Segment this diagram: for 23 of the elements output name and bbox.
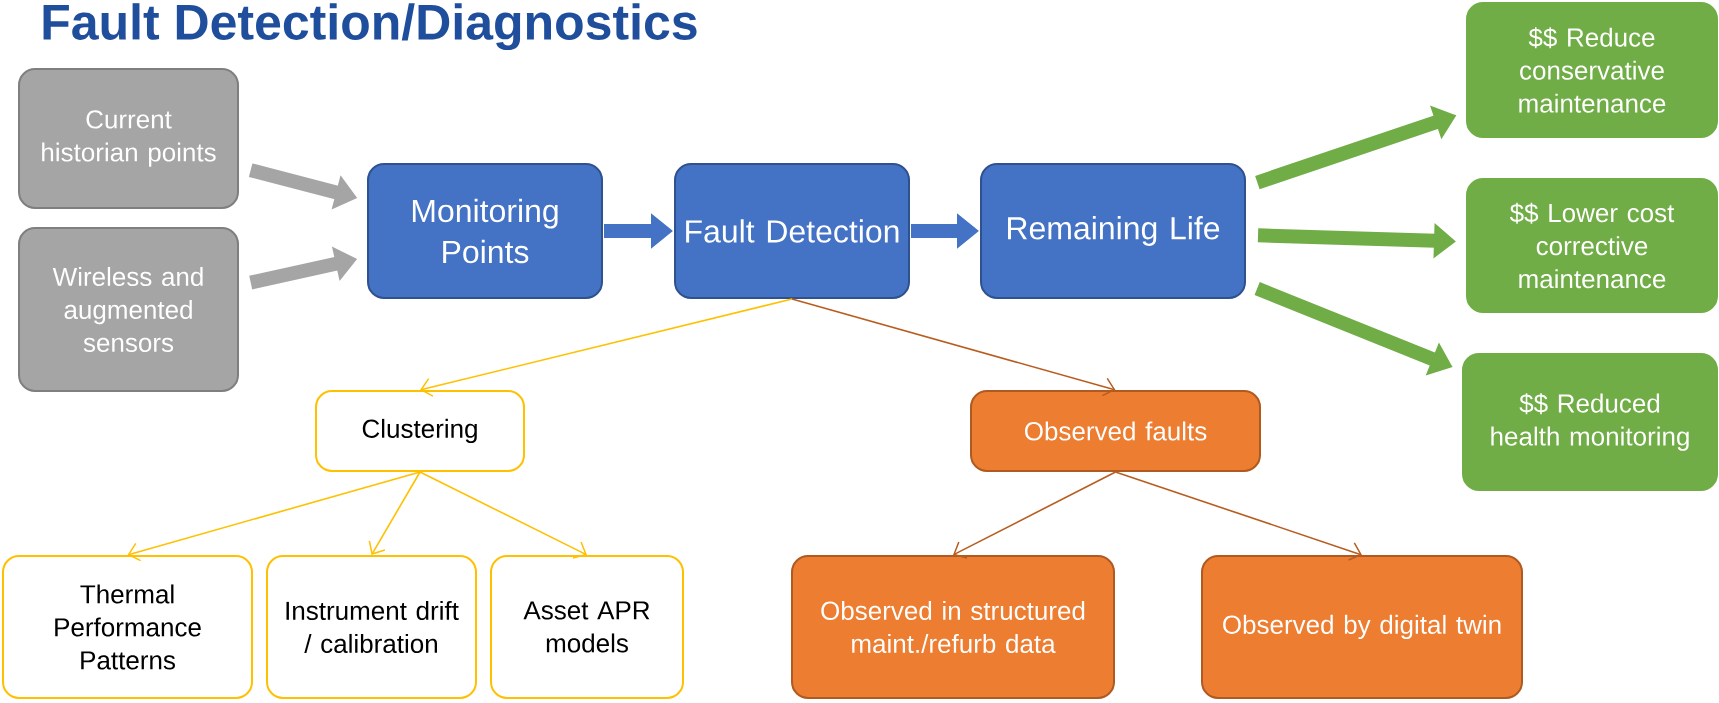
category-box: Clustering bbox=[315, 390, 525, 472]
category-box: Thermal Performance Patterns bbox=[2, 555, 253, 699]
arrow bbox=[791, 298, 1116, 397]
input-box: Current historian points bbox=[18, 68, 239, 209]
arrow bbox=[1114, 471, 1362, 561]
process-box: Monitoring Points bbox=[367, 163, 603, 299]
process-box: Fault Detection bbox=[674, 163, 910, 299]
outcome-box: $$ Lower cost corrective maintenance bbox=[1466, 178, 1718, 313]
category-box: Asset APR models bbox=[490, 555, 684, 699]
outcome-box: $$ Reduce conservative maintenance bbox=[1466, 2, 1718, 138]
arrow bbox=[368, 471, 421, 555]
fault-box: Observed by digital twin bbox=[1201, 555, 1523, 699]
arrow bbox=[419, 471, 587, 559]
arrow bbox=[953, 471, 1117, 559]
title: Fault Detection/Diagnostics bbox=[43, 3, 697, 50]
input-box: Wireless and augmented sensors bbox=[18, 227, 239, 392]
process-box: Remaining Life bbox=[980, 163, 1246, 299]
arrow bbox=[420, 298, 793, 397]
fault-box: Observed faults bbox=[970, 390, 1261, 472]
arrow bbox=[127, 471, 421, 562]
category-box: Instrument drift / calibration bbox=[266, 555, 477, 699]
outcome-box: $$ Reduced health monitoring bbox=[1462, 353, 1718, 491]
fault-box: Observed in structured maint./refurb data bbox=[791, 555, 1115, 699]
